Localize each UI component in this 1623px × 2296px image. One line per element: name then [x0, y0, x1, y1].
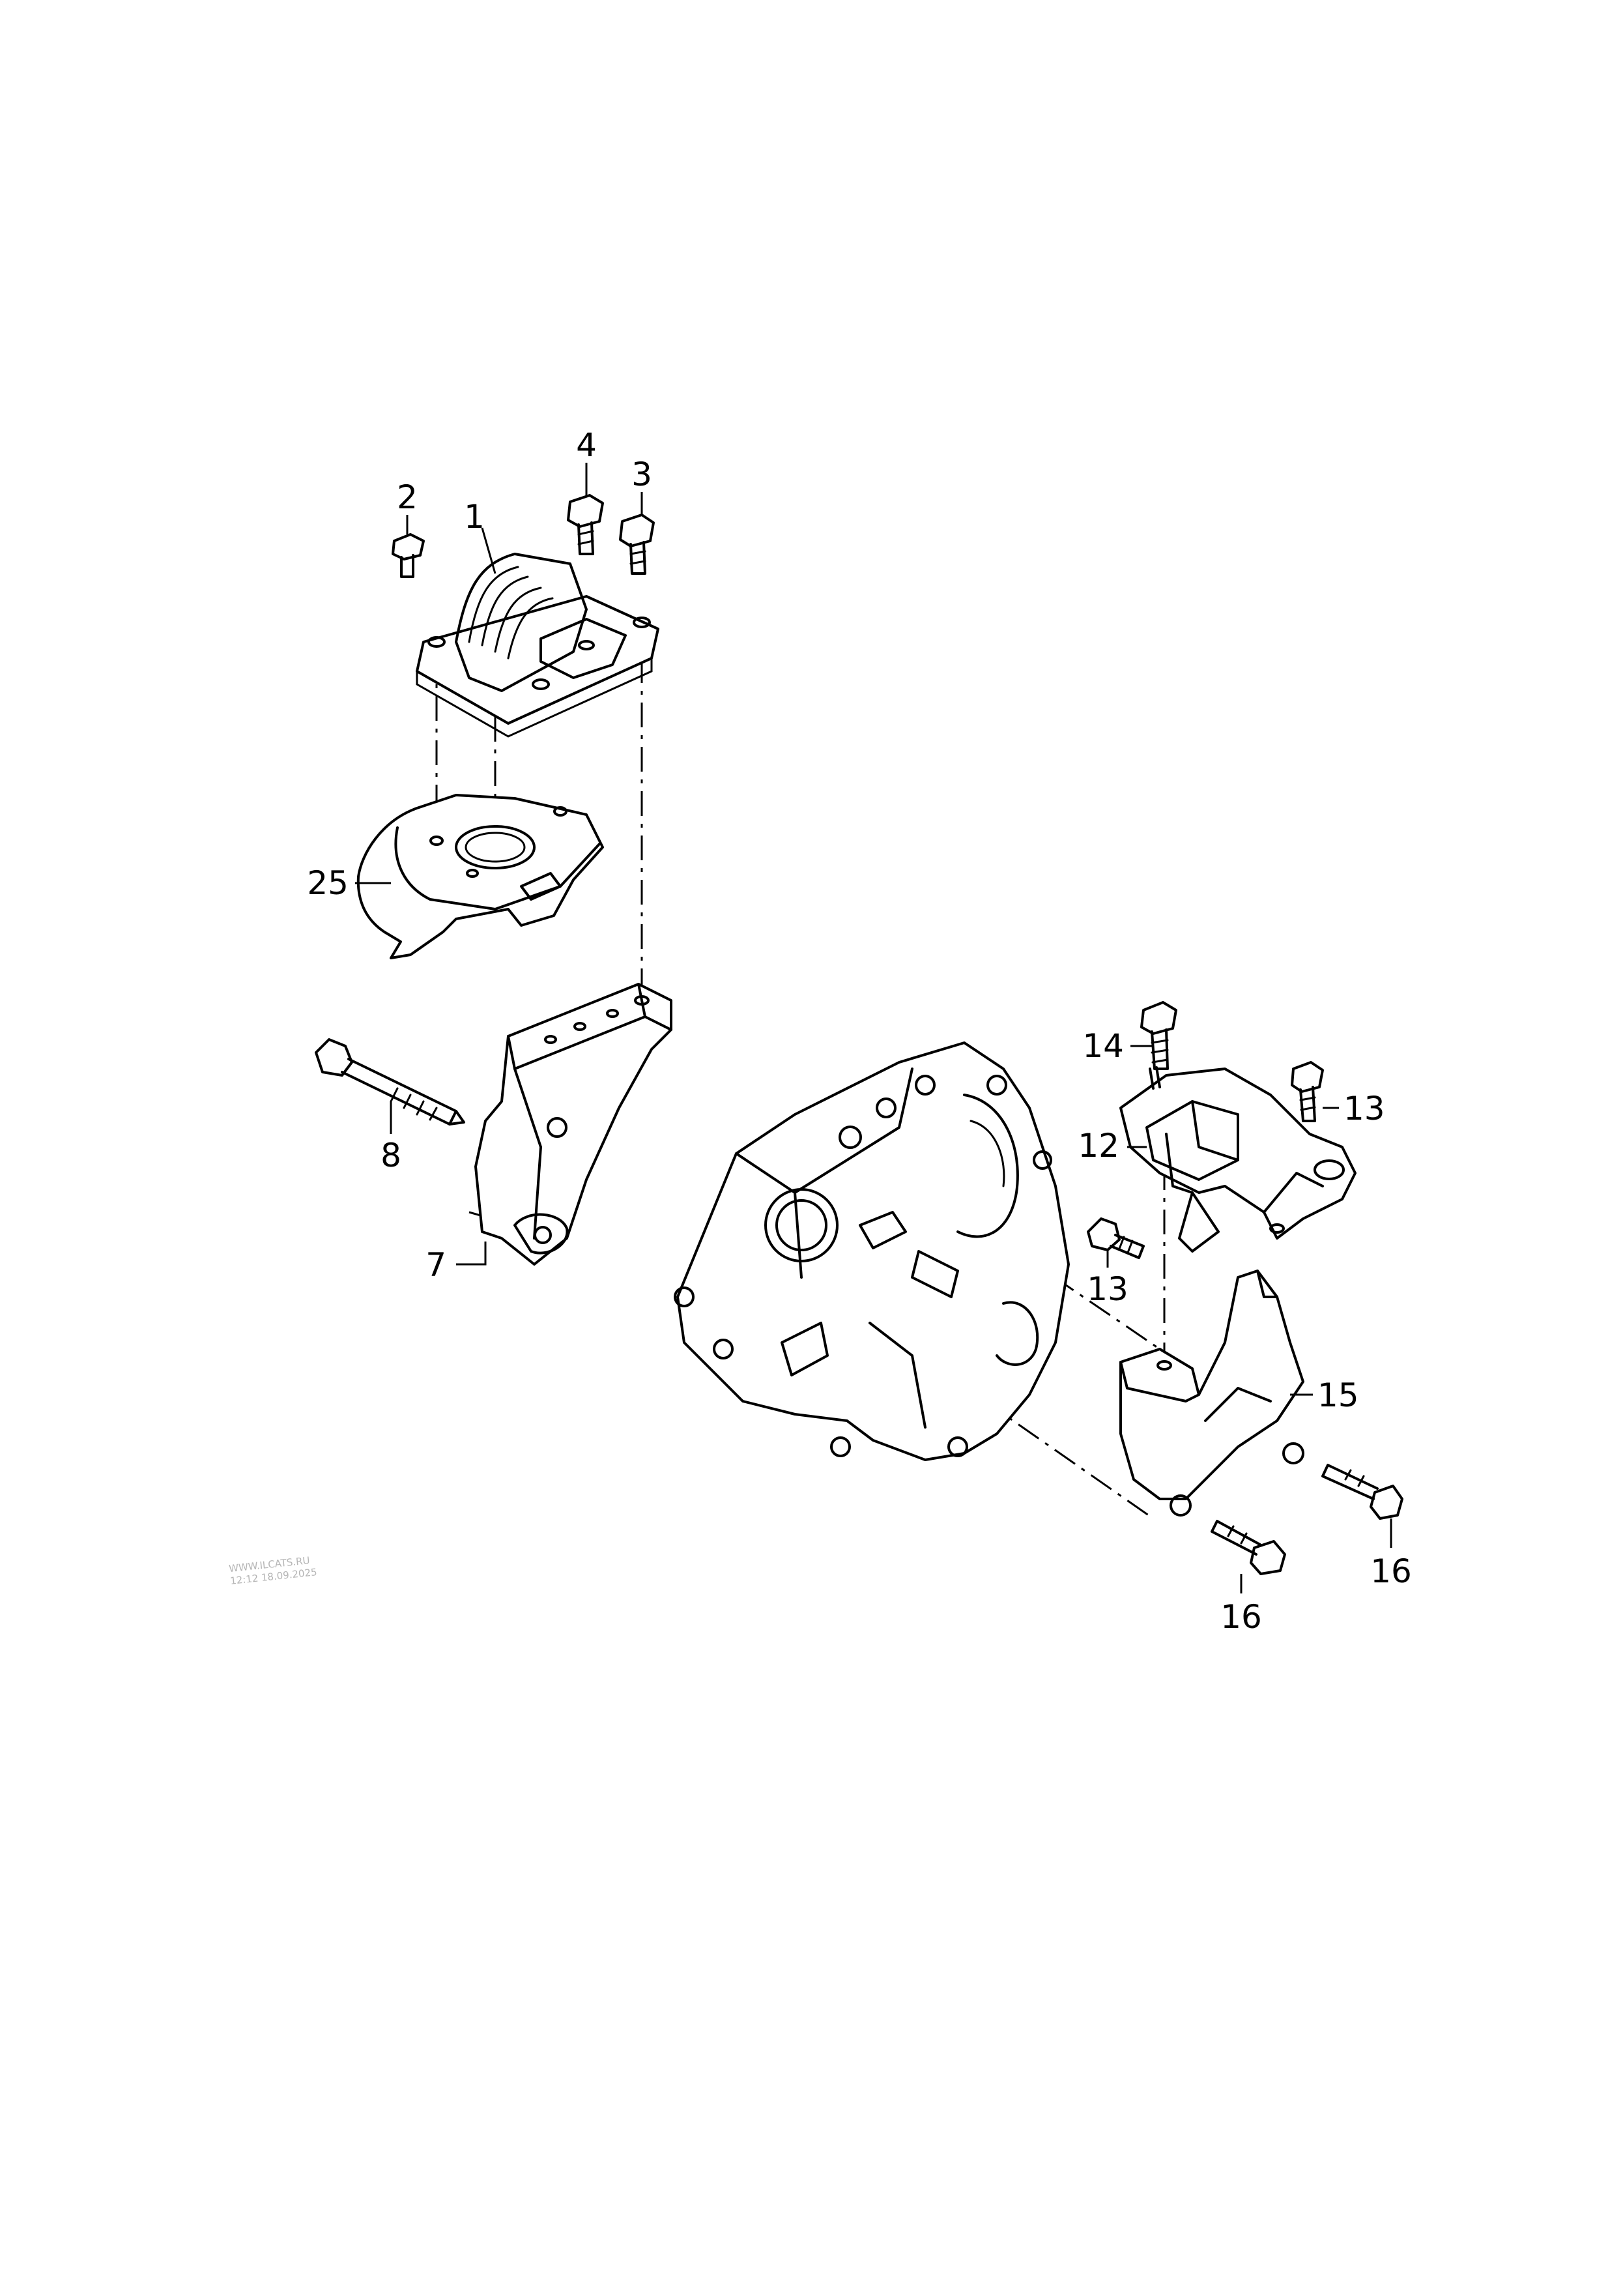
engine-mount-part-1 [416, 553, 659, 738]
callout-14: 14 [1082, 1027, 1124, 1065]
callout-1: 1 [464, 498, 485, 536]
callout-12: 12 [1078, 1127, 1119, 1165]
bracket-part-7 [474, 983, 672, 1266]
gearbox-housing [674, 1041, 1070, 1461]
bolts-top [392, 494, 655, 578]
callout-2: 2 [397, 478, 418, 516]
callout-16-right: 16 [1370, 1552, 1412, 1590]
bracket-part-15 [1119, 1270, 1304, 1517]
gearbox-mount-part-12 [1119, 1066, 1357, 1253]
callout-4: 4 [576, 426, 597, 464]
callout-16-bottom: 16 [1220, 1598, 1262, 1636]
watermark: WWW.ILCATS.RU 12:12 18.09.2025 [228, 1554, 317, 1587]
callout-13-left: 13 [1087, 1270, 1128, 1308]
heat-shield-part-25 [356, 794, 604, 959]
callout-8: 8 [381, 1137, 401, 1174]
callout-15: 15 [1317, 1376, 1359, 1414]
leader-lines [355, 463, 1392, 1593]
long-bolt-part-8 [315, 1038, 465, 1126]
callout-7: 7 [425, 1246, 446, 1284]
bolts-right [1087, 1001, 1403, 1575]
callout-25: 25 [307, 864, 349, 902]
callout-3: 3 [631, 456, 652, 493]
callout-13-right: 13 [1343, 1090, 1385, 1127]
callout-labels: 1 2 3 4 7 8 12 13 13 14 15 16 16 25 [307, 426, 1411, 1636]
